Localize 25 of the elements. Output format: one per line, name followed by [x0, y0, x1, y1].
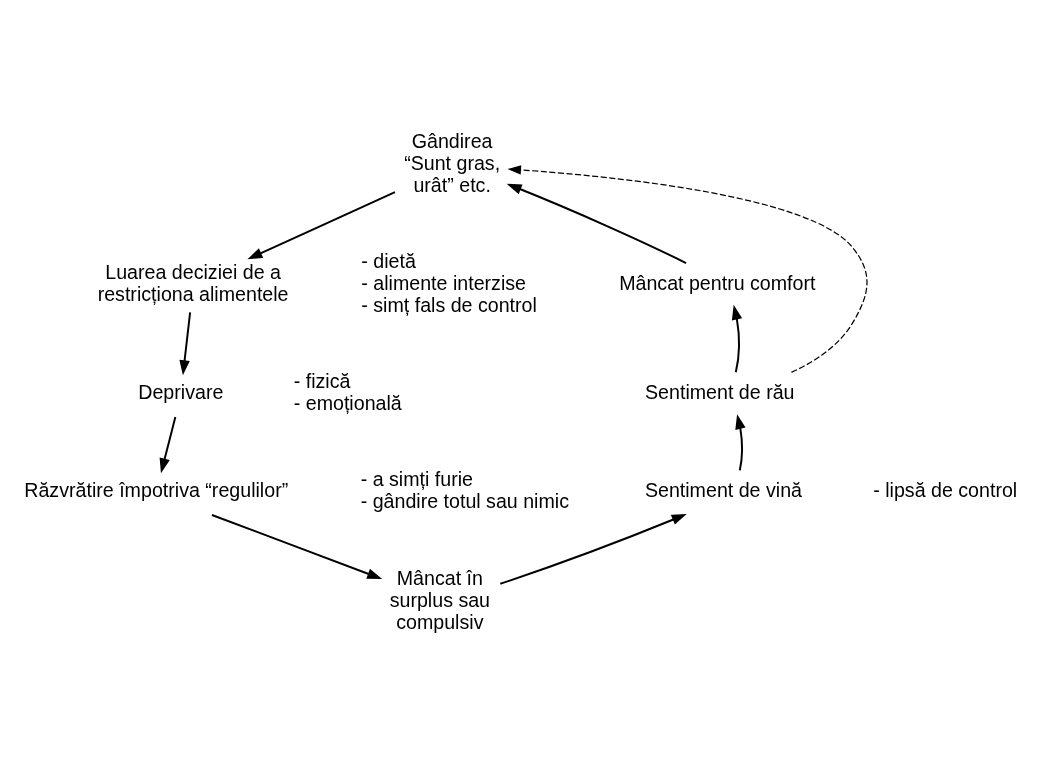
- node-text: Mâncat în surplus sau compulsiv: [389, 566, 491, 633]
- arrow: [179, 311, 192, 376]
- arrow: [731, 304, 743, 374]
- arrow: [507, 165, 868, 373]
- node-label: - simț fals de control: [361, 294, 537, 317]
- arrow: [210, 514, 383, 580]
- arrow: [506, 183, 688, 265]
- arrow: [735, 414, 746, 472]
- node-label: - gândire totul sau nimic: [360, 490, 570, 513]
- node-text: Sentiment de vină: [644, 479, 803, 502]
- node-label: - emoțională: [293, 392, 402, 415]
- node-text: Gândirea “Sunt gras, urât” etc.: [404, 129, 501, 196]
- node-label: - alimente interzise: [361, 271, 526, 294]
- arrow: [159, 416, 177, 474]
- node-label: - dietă: [361, 249, 416, 272]
- node-text: Răzvrătire împotriva “regulilor”: [24, 479, 289, 502]
- arrow: [247, 191, 396, 260]
- node-text: Mâncat pentru comfort: [619, 271, 816, 294]
- arrow: [499, 513, 687, 585]
- node-label: - a simți furie: [360, 468, 473, 491]
- node-label: - fizică: [293, 370, 351, 393]
- node-text: Luarea deciziei de a restricționa alimentele: [97, 260, 289, 305]
- node-text: Deprivare: [138, 381, 224, 404]
- node-label: - lipsă de control: [873, 479, 1018, 502]
- node-text: Sentiment de rău: [645, 381, 795, 404]
